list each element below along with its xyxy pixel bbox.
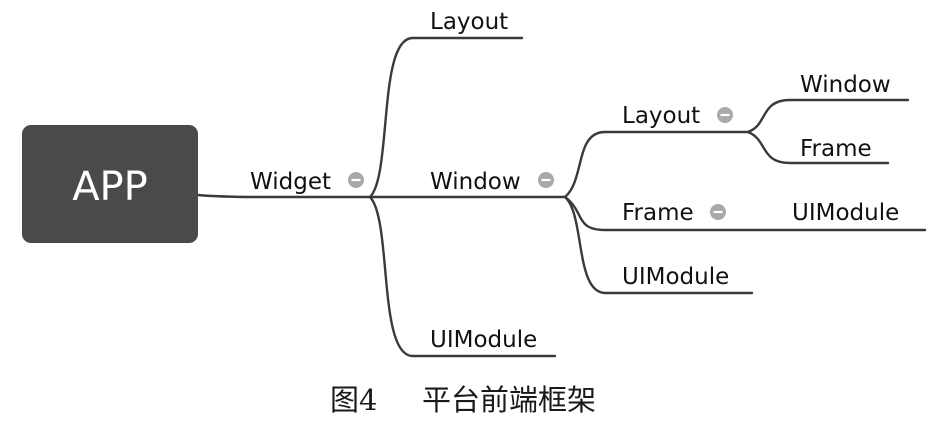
minus-circle-icon[interactable] — [717, 107, 733, 123]
connector-layout-frame — [746, 130, 890, 165]
node-layout-window-label: Window — [800, 72, 891, 98]
connector-window-frame — [563, 195, 927, 232]
connector-window-uimodule — [563, 195, 754, 295]
caption-figure-number: 图4 — [330, 383, 377, 417]
node-frame-uimodule-label: UIModule — [792, 200, 899, 226]
node-widget-window-label: Window — [430, 169, 521, 195]
node-layout-frame-label: Frame — [800, 136, 872, 162]
node-window-uimodule-label: UIModule — [622, 264, 729, 290]
connector-widget-layout — [368, 36, 524, 199]
connector-layout-window — [746, 98, 910, 134]
node-window-frame-label: Frame — [622, 200, 694, 226]
connector-widget-uimodule — [368, 195, 557, 358]
caption-title: 平台前端框架 — [422, 383, 596, 417]
node-widget-label: Widget — [250, 169, 331, 195]
connector-window-layout — [563, 130, 750, 199]
node-widget-layout-label: Layout — [430, 9, 508, 35]
node-window-layout-label: Layout — [622, 103, 700, 129]
root-node-label: APP — [72, 164, 148, 210]
root-node[interactable] — [22, 125, 198, 243]
minus-circle-icon[interactable] — [710, 204, 726, 220]
node-widget-uimodule-label: UIModule — [430, 327, 537, 353]
minus-circle-icon[interactable] — [538, 172, 554, 188]
minus-circle-icon[interactable] — [348, 172, 364, 188]
connector-app-widget — [196, 193, 372, 199]
